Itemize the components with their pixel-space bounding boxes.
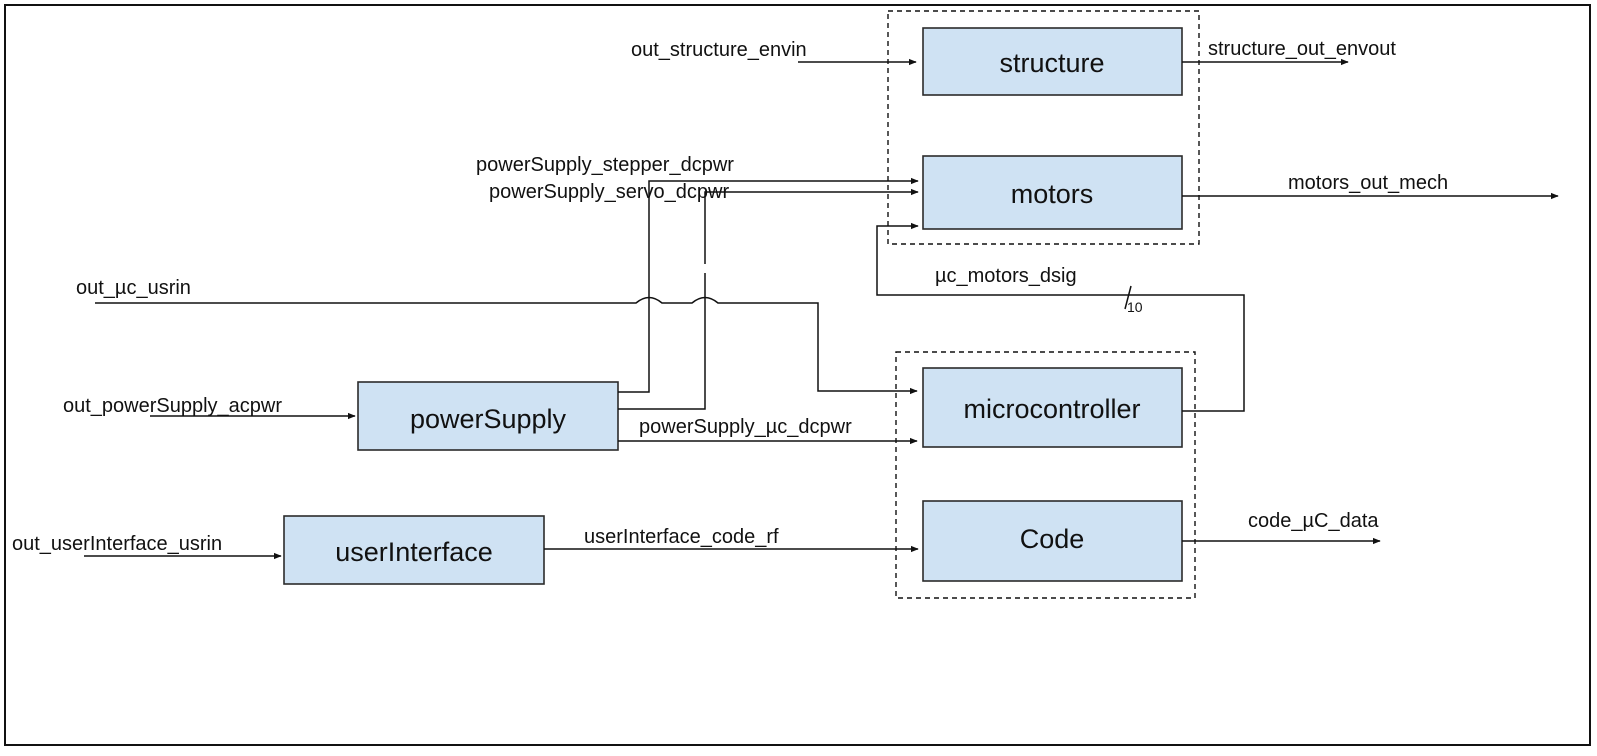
motors-block-label: motors — [1011, 179, 1094, 209]
microcontroller-block[interactable]: microcontroller — [922, 367, 1183, 448]
user-input-wire — [95, 296, 918, 395]
code-block[interactable]: Code — [922, 500, 1183, 582]
uc-motors-signal-wire — [876, 222, 1245, 412]
out-power-supply-acpwr-label: out_powerSupply_acpwr — [63, 395, 282, 417]
servo-power-wire — [618, 273, 706, 410]
bus-slash-mark — [1124, 285, 1132, 310]
mechanical-group-boundary — [887, 10, 1200, 245]
motors-block[interactable]: motors — [922, 155, 1183, 230]
structure-block-label: structure — [999, 48, 1104, 78]
out-uc-usrin-label: out_µc_usrin — [76, 277, 191, 299]
bus-width-label: 10 — [1127, 299, 1143, 315]
user-interface-code-rf-label: userInterface_code_rf — [584, 526, 779, 548]
power-supply-block[interactable]: powerSupply — [357, 381, 619, 451]
out-structure-envin-label: out_structure_envin — [631, 39, 807, 61]
servo-dcpwr-label: powerSupply_servo_dcpwr — [489, 181, 729, 203]
structure-out-envout-label: structure_out_envout — [1208, 38, 1396, 60]
power-supply-uc-dcpwr-label: powerSupply_µc_dcpwr — [639, 416, 852, 438]
power-supply-block-label: powerSupply — [410, 404, 567, 434]
user-interface-block-label: userInterface — [335, 537, 493, 567]
out-user-interface-usrin-label: out_userInterface_usrin — [12, 533, 222, 555]
stepper-power-wire — [618, 177, 919, 393]
stepper-dcpwr-label: powerSupply_stepper_dcpwr — [476, 154, 734, 176]
uc-motors-dsig-label: µc_motors_dsig — [935, 265, 1077, 287]
diagram-frame — [4, 4, 1591, 746]
motors-out-mech-label: motors_out_mech — [1288, 172, 1448, 194]
microcontroller-block-label: microcontroller — [963, 394, 1140, 424]
user-interface-block[interactable]: userInterface — [283, 515, 545, 585]
code-block-label: Code — [1020, 524, 1085, 554]
servo-power-wire-upper — [704, 188, 919, 222]
structure-block[interactable]: structure — [922, 27, 1183, 96]
control-group-boundary — [895, 351, 1196, 599]
code-uc-data-label: code_µC_data — [1248, 510, 1379, 532]
